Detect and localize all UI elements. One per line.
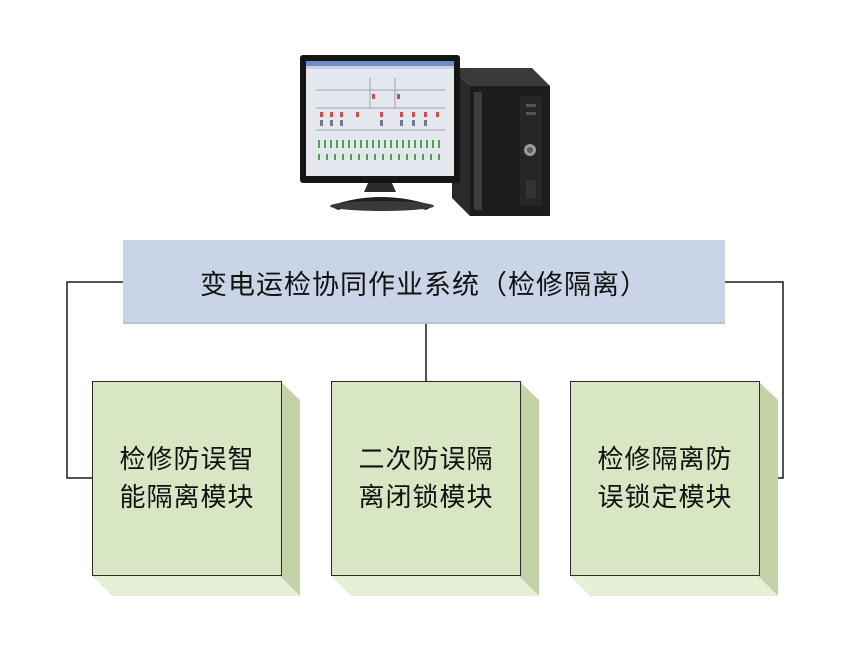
module-box-3: 检修隔离防 误锁定模块 [570,381,760,576]
module-label-2-line-1: 二次防误隔 [358,444,494,475]
module-center-depth [331,381,539,596]
system-title-box: 变电运检协同作业系统（检修隔离） [123,240,725,324]
module-label-2-line-2: 离闭锁模块 [358,482,494,513]
monitor [300,55,460,211]
module-face-2: 二次防误隔 离闭锁模块 [331,381,521,576]
module-right-depth [570,381,778,596]
module-label-1: 检修防误智 能隔离模块 [112,441,262,517]
desktop-computer-icon [300,55,550,216]
module-label-3-line-2: 误锁定模块 [597,482,733,513]
module-label-2: 二次防误隔 离闭锁模块 [351,441,501,517]
module-box-1: 检修防误智 能隔离模块 [92,381,282,576]
module-label-3-line-1: 检修隔离防 [597,444,733,475]
module-face-1: 检修防误智 能隔离模块 [92,381,282,576]
module-left-depth [92,381,300,596]
module-box-2: 二次防误隔 离闭锁模块 [331,381,521,576]
module-label-1-line-2: 能隔离模块 [119,482,255,513]
module-label-1-line-1: 检修防误智 [119,444,255,475]
connector-left [66,281,123,479]
system-title: 变电运检协同作业系统（检修隔离） [200,269,648,301]
module-label-3: 检修隔离防 误锁定模块 [590,441,740,517]
pc-tower [452,68,550,216]
module-face-3: 检修隔离防 误锁定模块 [570,381,760,576]
